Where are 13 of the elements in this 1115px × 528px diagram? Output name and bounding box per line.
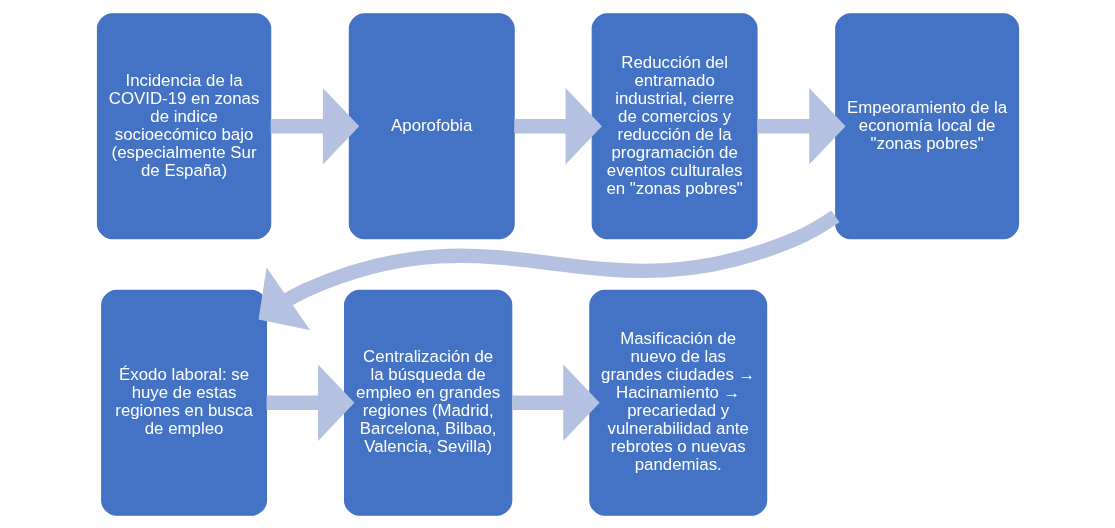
- arrow: [270, 87, 359, 164]
- arrow: [757, 87, 846, 164]
- arrow: [511, 364, 600, 441]
- arrow: [513, 87, 602, 164]
- arrow: [266, 364, 354, 441]
- node-box: Empeoramiento de la economía local de "zonas pobres": [834, 12, 1019, 239]
- arrow: [258, 209, 839, 330]
- node-box: Reducción del entramado industrial, cierre de comercios y reducción de la programación de eventos culturales en "zonas pobres": [591, 12, 758, 239]
- node-box: Éxodo laboral: se huye de estas regiones en busca de empleo: [100, 289, 267, 516]
- node-box: Aporofobia: [348, 12, 515, 239]
- node-box: Masificación de nuevo de las grandes ciudades → Hacinamiento → precariedad y vulnerabilidad ante rebrotes o nuevas pandemias.: [588, 289, 767, 516]
- node-box: Incidencia de la COVID-19 en zonas de indice socioecómico bajo (especialmente Sur de España): [96, 12, 271, 239]
- node-box: Centralización de la búsqueda de empleo en grandes regiones (Madrid, Barcelona, Bilbao, Valencia, Sevilla): [343, 289, 512, 516]
